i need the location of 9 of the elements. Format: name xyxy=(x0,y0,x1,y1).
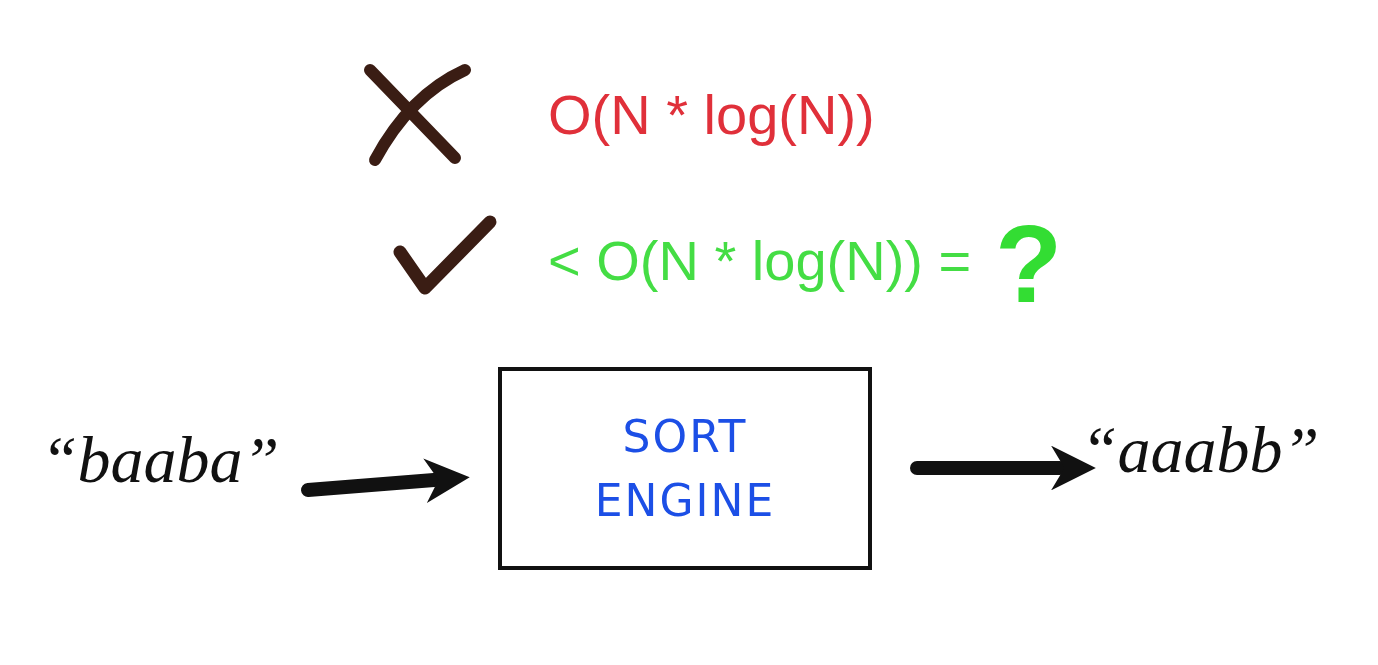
process-box xyxy=(498,367,872,570)
quoted-text: “aaabb” xyxy=(1080,412,1320,488)
quoted-text: “baaba” xyxy=(40,422,280,498)
box-label: SORT ENGINE xyxy=(593,409,777,528)
arrow xyxy=(910,445,1096,491)
complexity-label: < O(N * log(N)) = xyxy=(548,228,972,293)
question-mark: ? xyxy=(995,201,1063,327)
arrow xyxy=(301,458,470,504)
complexity-label: O(N * log(N)) xyxy=(548,82,875,147)
